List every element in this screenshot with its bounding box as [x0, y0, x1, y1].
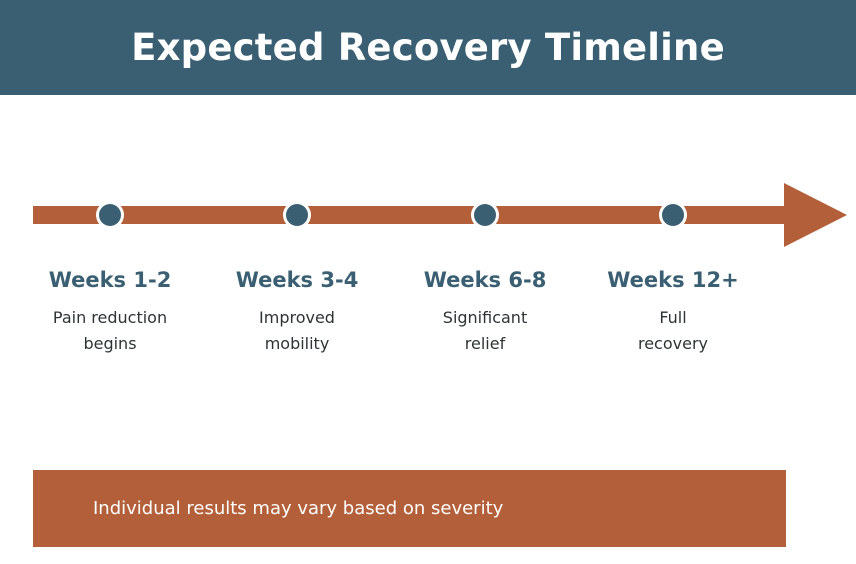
page-title: Expected Recovery Timeline — [131, 26, 725, 69]
stage-description-line-2: mobility — [264, 333, 330, 353]
timeline-stage-3: Weeks 6-8 Significant relief — [385, 267, 585, 356]
timeline-track — [33, 206, 785, 224]
stage-description: Improved mobility — [197, 305, 397, 356]
timeline-stage-4: Weeks 12+ Full recovery — [573, 267, 773, 356]
stage-title: Weeks 12+ — [607, 268, 739, 292]
timeline-stage-1: Weeks 1-2 Pain reduction begins — [10, 267, 210, 356]
stage-description: Significant relief — [385, 305, 585, 356]
stage-description: Full recovery — [573, 305, 773, 356]
stage-description-line-1: Significant — [442, 308, 528, 328]
timeline-stage-2: Weeks 3-4 Improved mobility — [197, 267, 397, 356]
disclaimer-text: Individual results may vary based on sev… — [93, 497, 504, 519]
recovery-timeline: Weeks 1-2 Pain reduction begins Weeks 3-… — [0, 95, 856, 470]
stage-title: Weeks 3-4 — [235, 268, 359, 292]
stage-description-line-2: recovery — [637, 333, 708, 353]
stage-description-line-2: begins — [83, 333, 137, 353]
stage-description-line-1: Improved — [259, 308, 335, 328]
timeline-marker-4[interactable] — [662, 204, 684, 226]
stage-description: Pain reduction begins — [10, 305, 210, 356]
stage-title: Weeks 6-8 — [423, 268, 547, 292]
disclaimer-banner: Individual results may vary based on sev… — [33, 470, 786, 547]
stage-description-line-2: relief — [464, 333, 506, 353]
timeline-marker-3[interactable] — [474, 204, 496, 226]
timeline-marker-1[interactable] — [99, 204, 121, 226]
header-band: Expected Recovery Timeline — [0, 0, 856, 95]
timeline-marker-2[interactable] — [286, 204, 308, 226]
arrow-right-icon — [784, 183, 847, 247]
stage-description-line-1: Full — [659, 308, 687, 328]
stage-title: Weeks 1-2 — [48, 268, 172, 292]
stage-description-line-1: Pain reduction — [52, 308, 168, 328]
